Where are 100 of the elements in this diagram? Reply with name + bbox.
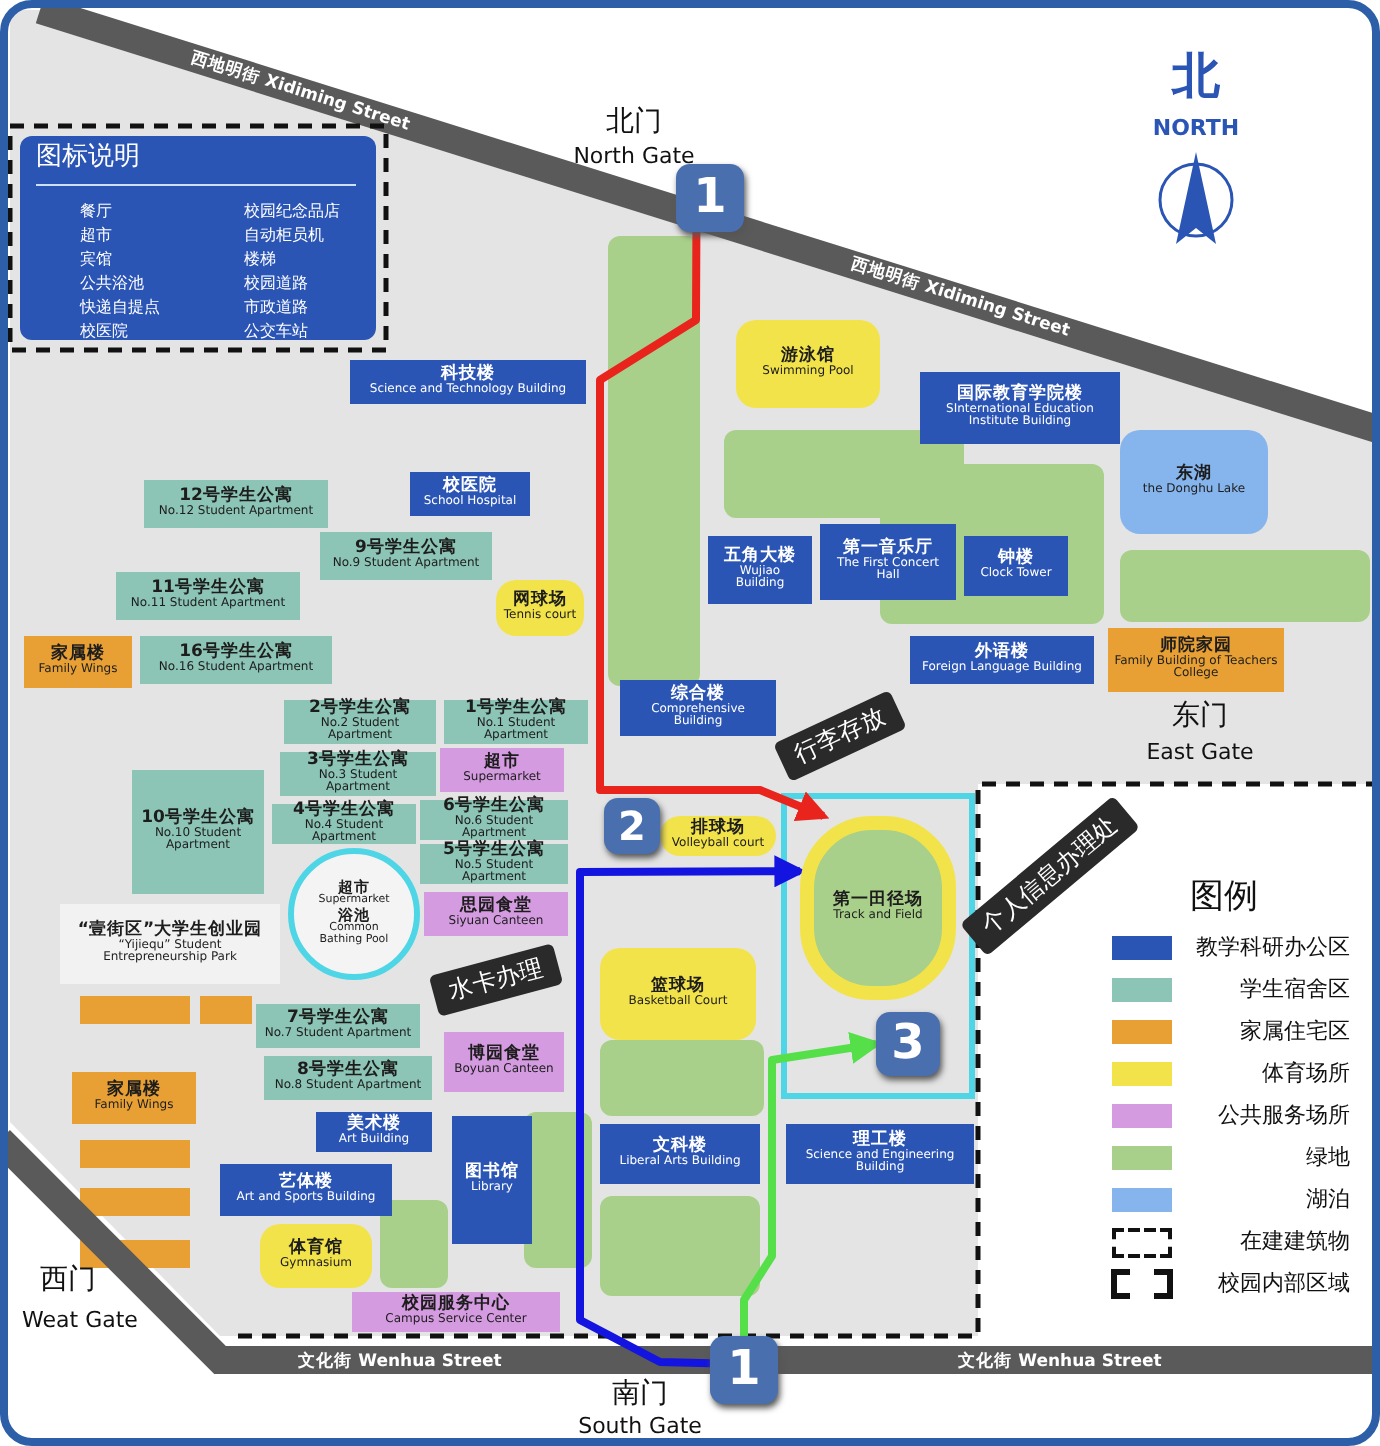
building-name: 图书馆 <box>465 1164 519 1183</box>
gate-name: 西门 <box>40 1262 96 1298</box>
building-block <box>620 680 776 736</box>
building-name: 11号学生公寓 <box>151 580 265 599</box>
icon-legend-item: 楼梯 <box>244 248 276 270</box>
building-block <box>316 1112 432 1152</box>
step-marker <box>876 1012 940 1076</box>
step-marker <box>710 1336 778 1404</box>
building-name: 第一田径场 <box>833 892 923 911</box>
building-name: 美术楼 <box>347 1116 401 1135</box>
gate-name: 南门 <box>612 1376 668 1412</box>
gate-name-english: Weat Gate <box>22 1307 138 1333</box>
icon-legend-item: 市政道路 <box>244 296 308 318</box>
icon-legend-item: 校医院 <box>80 320 128 342</box>
dormitory-block <box>256 1004 420 1048</box>
building-name: 9号学生公寓 <box>355 540 457 559</box>
gate-name: 东门 <box>1172 698 1228 734</box>
building-block <box>786 1124 974 1184</box>
building-block <box>452 1116 532 1244</box>
building-name: 校园服务中心 <box>402 1296 510 1315</box>
building-block <box>920 372 1120 444</box>
building-name: “壹街区”大学生创业园 <box>77 922 263 941</box>
building-block <box>600 1124 760 1184</box>
service-block <box>352 1292 560 1332</box>
panel-title: 图标说明 <box>36 144 140 172</box>
building-name: 3号学生公寓 <box>307 752 409 771</box>
building-name: 家属楼 <box>51 646 105 665</box>
icon-legend-item: 公交车站 <box>244 320 308 342</box>
building-name: 16号学生公寓 <box>179 644 293 663</box>
route-arrow <box>576 855 807 1368</box>
step-number: 1 <box>693 172 727 224</box>
building-name: 7号学生公寓 <box>287 1010 389 1029</box>
building-name: 钟楼 <box>998 550 1034 569</box>
dormitory-block <box>280 752 436 796</box>
building-name: 外语楼 <box>975 644 1029 663</box>
gate-name-english: North Gate <box>573 143 695 169</box>
building-name: 8号学生公寓 <box>297 1062 399 1081</box>
building-block <box>708 536 812 604</box>
building-name: 6号学生公寓 <box>443 798 545 817</box>
building-name: 思园食堂 <box>460 898 532 917</box>
building-name: 游泳馆 <box>781 348 835 367</box>
housing-block <box>24 636 132 688</box>
building-name: 12号学生公寓 <box>179 488 293 507</box>
legend-label: 教学科研办公区 <box>1196 932 1350 962</box>
building-name: 第一音乐厅 <box>843 540 933 559</box>
step-marker <box>676 164 744 232</box>
building-name: 1号学生公寓 <box>465 700 567 719</box>
building-name: 综合楼 <box>671 686 725 705</box>
icon-legend-item: 宾馆 <box>80 248 112 270</box>
dormitory-block <box>444 700 588 744</box>
building-name: 5号学生公寓 <box>443 842 545 861</box>
gate-name: 北门 <box>606 104 662 140</box>
icon-legend-item: 超市 <box>80 224 112 246</box>
building-name: 艺体楼 <box>279 1174 333 1193</box>
building-block <box>820 524 956 600</box>
step-marker <box>604 798 660 854</box>
legend-label: 在建建筑物 <box>1240 1226 1350 1256</box>
building-name: 博园食堂 <box>468 1046 540 1065</box>
sports-area <box>600 948 756 1040</box>
step-number: 1 <box>727 1344 761 1396</box>
dormitory-block <box>284 700 436 744</box>
legend-label: 家属住宅区 <box>1240 1016 1350 1046</box>
sports-area <box>260 1224 372 1288</box>
dormitory-block <box>144 480 328 528</box>
legend-label: 校园内部区域 <box>1218 1268 1350 1298</box>
building-block <box>220 1164 392 1216</box>
gate-name-english: South Gate <box>578 1413 702 1439</box>
street-name: 文化街 Wenhua Street <box>298 1350 502 1374</box>
building-name: 超市 <box>484 754 520 773</box>
street-name: 文化街 Wenhua Street <box>958 1350 1162 1374</box>
legend-label: 学生宿舍区 <box>1240 974 1350 1004</box>
legend-label: 公共服务场所 <box>1218 1100 1350 1130</box>
building-name: 校医院 <box>443 478 497 497</box>
building-name: 师院家园 <box>1160 638 1232 657</box>
dormitory-block <box>132 770 264 894</box>
building-name: 理工楼 <box>853 1132 907 1151</box>
lake-area <box>1120 430 1268 534</box>
housing-block <box>72 1072 196 1124</box>
gate-name-english: East Gate <box>1146 739 1254 765</box>
building-name: 篮球场 <box>651 978 705 997</box>
icon-legend-panel <box>20 136 376 340</box>
housing-block <box>1108 628 1284 692</box>
building-name: 文科楼 <box>653 1138 707 1157</box>
legend-label: 体育场所 <box>1262 1058 1350 1088</box>
icon-legend-item: 校园纪念品店 <box>244 200 340 222</box>
icon-legend-item: 校园道路 <box>244 272 308 294</box>
service-block <box>440 748 564 792</box>
north-sign: 北 <box>1172 46 1220 108</box>
icon-legend-item: 餐厅 <box>80 200 112 222</box>
step-number: 3 <box>891 1018 925 1070</box>
sports-area <box>660 816 776 856</box>
building-name: 东湖 <box>1176 466 1212 485</box>
north-sign-english: NORTH <box>1152 115 1240 141</box>
sports-area <box>496 580 584 636</box>
building-name: 体育馆 <box>289 1240 343 1259</box>
legend-label: 湖泊 <box>1306 1184 1350 1214</box>
dormitory-block <box>116 572 300 620</box>
legend-title: 图例 <box>1190 875 1258 919</box>
service-block <box>424 892 568 936</box>
building-name: 10号学生公寓 <box>141 810 255 829</box>
